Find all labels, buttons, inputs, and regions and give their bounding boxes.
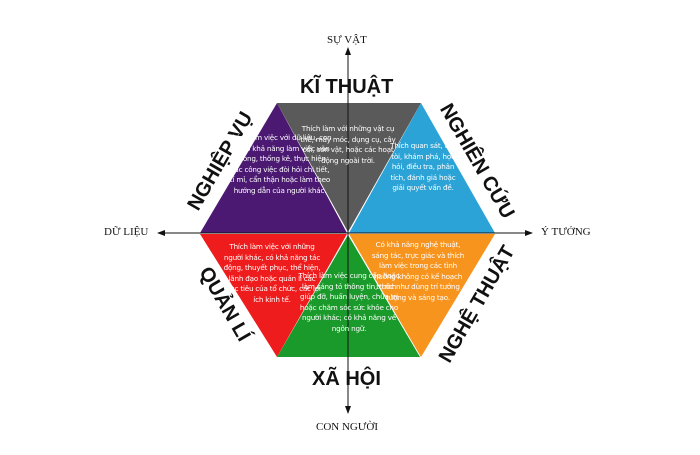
description-nghe-thuat: Có khả năng nghệ thuật, sáng tác, trực g… [371,240,465,302]
segment-nghien-cuu [349,103,495,233]
description-ki-thuat: Thích làm với những vật cụ thể, máy móc,… [300,124,396,165]
segment-nghiep-vu [200,103,347,233]
title-xa-hoi: XÃ HỘI [312,368,381,390]
axis-label-right: Ý TƯỞNG [541,226,591,238]
description-nghien-cuu: Thích quan sát, tìm tòi, khám phá, học h… [390,141,456,192]
axis-label-top: SỰ VẬT [327,34,367,46]
description-xa-hoi: Thích làm việc cung cấp hoặc làm sáng tỏ… [298,271,400,333]
description-quan-li: Thích làm việc với những người khác, có … [223,242,321,304]
segment-nghe-thuat [349,234,495,357]
segment-ki-thuat [277,103,421,232]
axis-label-left: DỮ LIỆU [104,226,149,238]
segment-quan-li [200,234,347,357]
axis-label-bottom: CON NGƯỜI [316,421,379,433]
description-nghiep-vu: Thích làm việc với dữ liệu, con số, có k… [228,133,332,195]
title-ki-thuat: KĨ THUẬT [300,76,394,98]
